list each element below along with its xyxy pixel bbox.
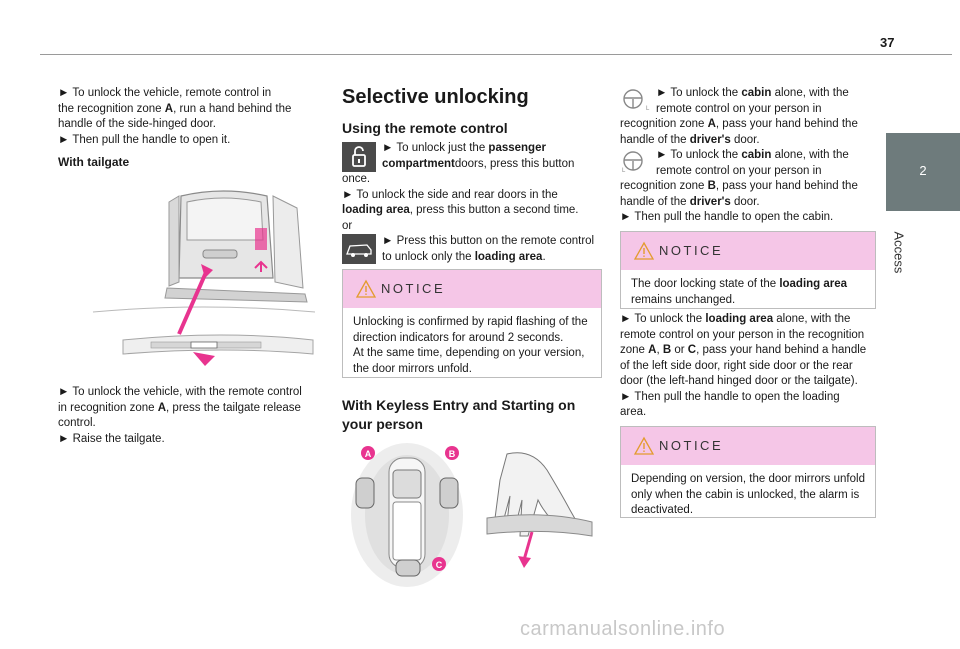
- text-line: ► To unlock the loading area alone, with…: [620, 313, 851, 325]
- text-line: door (the left-hand hinged door or the t…: [620, 375, 858, 387]
- remote-text-loading: once. ► To unlock the side and rear doors…: [342, 172, 604, 234]
- notice-header: NOTICE: [621, 427, 875, 465]
- text-line: ► To unlock the vehicle, with the remote…: [58, 386, 302, 398]
- text-line: control.: [58, 417, 96, 429]
- notice-box-2: NOTICE The door locking state of the loa…: [620, 231, 876, 309]
- text-line: ► To unlock the vehicle, remote control …: [58, 87, 272, 99]
- chapter-tab: 2: [886, 133, 960, 211]
- warning-icon: [355, 279, 377, 298]
- text-line: or: [342, 219, 353, 232]
- text-line: remote control on your person in the rec…: [620, 328, 865, 341]
- section-title: Selective unlocking: [342, 86, 529, 108]
- remote-text-passenger: ► To unlock just the passenger compartmen…: [382, 141, 604, 172]
- text-line: The door locking state of the loading ar…: [631, 278, 848, 290]
- notice-line: the door mirrors unfold.: [353, 362, 472, 375]
- notice-title: NOTICE: [381, 281, 446, 296]
- text-line: ► Raise the tailgate.: [58, 432, 165, 445]
- warning-icon: [633, 436, 655, 455]
- notice-header: NOTICE: [343, 270, 601, 308]
- cabin-a-continued: recognition zone A, pass your hand behin…: [620, 117, 875, 148]
- van-button-icon: [342, 234, 376, 269]
- text-line: ► Press this button on the remote contro…: [382, 235, 595, 247]
- tailgate-heading: With tailgate: [58, 155, 130, 169]
- cabin-b-continued: recognition zone B, pass your hand behin…: [620, 179, 875, 226]
- cabin-a-text: ► To unlock the cabin alone, with the rem…: [656, 86, 876, 117]
- notice-box-3: NOTICE Depending on version, the door mi…: [620, 426, 876, 518]
- notice-body: Unlocking is confirmed by rapid flashing…: [343, 308, 601, 385]
- remote-text-loading-only: ► Press this button on the remote contro…: [382, 234, 604, 265]
- keyless-heading: With Keyless Entry and Starting on your …: [342, 396, 604, 434]
- notice-line: only when the cabin is unlocked, the ala…: [631, 488, 860, 501]
- text-line: ► To unlock the side and rear doors in t…: [342, 188, 558, 201]
- notice-line: Depending on version, the door mirrors u…: [631, 473, 865, 485]
- cabin-b-text: ► To unlock the cabin alone, with the rem…: [656, 148, 876, 179]
- notice-title: NOTICE: [659, 243, 724, 258]
- top-rule: [40, 54, 952, 55]
- notice-title: NOTICE: [659, 438, 724, 453]
- text-line: compartmentdoors, press this button: [382, 157, 575, 170]
- keyless-heading-line-1: With Keyless Entry and Starting on: [342, 397, 576, 413]
- text-line: zone A, B or C, pass your hand behind a …: [620, 344, 867, 356]
- text-line: of the left side door, right side door o…: [620, 359, 853, 372]
- text-line: to unlock only the loading area.: [382, 250, 546, 263]
- svg-text:L: L: [646, 106, 650, 112]
- chapter-number: 2: [919, 163, 927, 178]
- watermark: carmanualsonline.info: [520, 618, 726, 640]
- text-line: ► To unlock the cabin alone, with the: [656, 149, 849, 161]
- padlock-button-icon: [342, 142, 376, 177]
- text-line: handle of the driver's door.: [620, 195, 760, 208]
- text-line: ► Then pull the handle to open the cabin…: [620, 211, 834, 223]
- notice-body: The door locking state of the loading ar…: [621, 270, 875, 316]
- text-line: remote control on your person in: [656, 164, 822, 177]
- text-line: handle of the side-hinged door.: [58, 118, 216, 130]
- notice-body: Depending on version, the door mirrors u…: [621, 465, 875, 527]
- text-line: ► Then pull the handle to open it.: [58, 133, 231, 146]
- zone-b-marker: [445, 446, 459, 460]
- steering-wheel-icon: L: [622, 151, 643, 174]
- tailgate-illustration: [92, 190, 316, 366]
- text-line: the recognition zone A, run a hand behin…: [58, 102, 292, 115]
- zone-c-label: C: [436, 560, 443, 570]
- loading-area-text: ► To unlock the loading area alone, with…: [620, 312, 880, 421]
- zone-a-label: A: [365, 449, 372, 459]
- subsection-title: Using the remote control: [342, 120, 508, 136]
- notice-line: deactivated.: [631, 504, 694, 516]
- text-line: handle of the driver's door.: [620, 133, 760, 146]
- page-number: 37: [880, 35, 895, 50]
- notice-box-1: NOTICE Unlocking is confirmed by rapid f…: [342, 269, 602, 378]
- zone-b-label: B: [449, 449, 456, 459]
- keyless-heading-line-2: your person: [342, 416, 423, 432]
- tailgate-paragraph: ► To unlock the vehicle, with the remote…: [58, 385, 328, 447]
- text-line: recognition zone A, pass your hand behin…: [620, 118, 858, 130]
- text-line: loading area, press this button a second…: [342, 204, 579, 216]
- zone-a-marker: [361, 446, 375, 460]
- zone-c-marker: [432, 557, 446, 571]
- text-line: ► To unlock the cabin alone, with the: [656, 87, 849, 99]
- text-line: area.: [620, 406, 647, 418]
- text-line: remains unchanged.: [631, 293, 736, 306]
- text-line: once.: [342, 173, 371, 185]
- notice-line: At the same time, depending on your vers…: [353, 347, 585, 359]
- svg-text:L: L: [622, 168, 626, 174]
- chapter-title: Access: [891, 231, 907, 274]
- notice-header: NOTICE: [621, 232, 875, 270]
- steering-wheel-icon: L: [623, 89, 650, 112]
- warning-icon: [633, 241, 655, 260]
- text-line: in recognition zone A, press the tailgat…: [58, 401, 301, 414]
- notice-line: Unlocking is confirmed by rapid flashing…: [353, 316, 588, 328]
- text-line: ► Then pull the handle to open the loadi…: [620, 390, 840, 403]
- notice-line: direction indicators for around 2 second…: [353, 331, 564, 344]
- text-line: recognition zone B, pass your hand behin…: [620, 180, 858, 192]
- intro-paragraph: ► To unlock the vehicle, remote control …: [58, 86, 323, 148]
- recognition-zones-illustration: A B C: [351, 443, 593, 587]
- text-line: remote control on your person in: [656, 102, 822, 115]
- text-line: ► To unlock just the passenger: [382, 142, 546, 154]
